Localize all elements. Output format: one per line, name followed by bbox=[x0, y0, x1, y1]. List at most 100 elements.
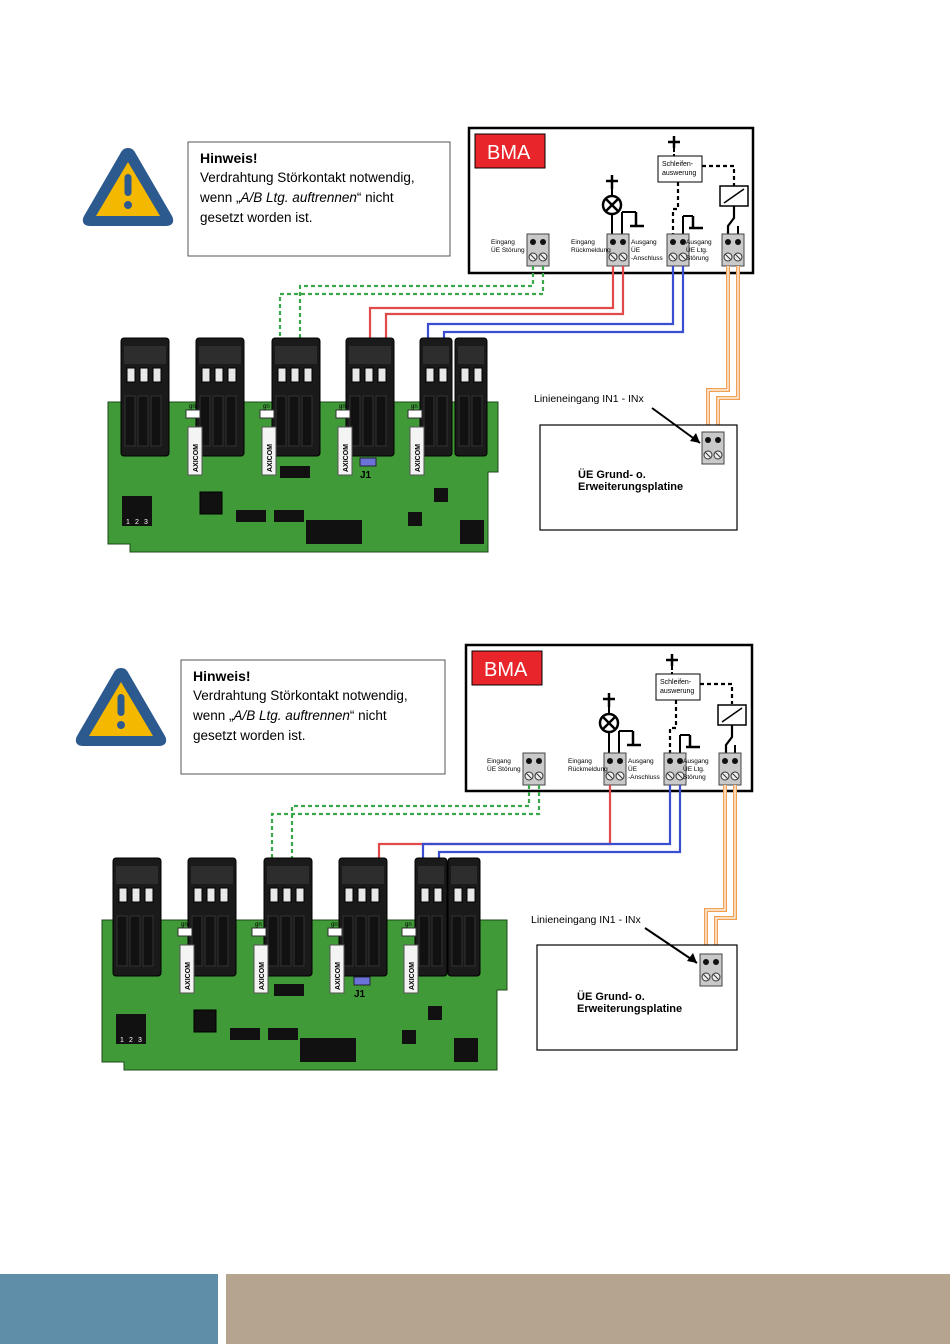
note-title: Hinweis! bbox=[200, 150, 258, 166]
bma-terminal bbox=[526, 233, 550, 267]
connector-pin-label: 1 bbox=[120, 1037, 124, 1044]
schleifen-label: Schleifen- bbox=[662, 161, 694, 168]
jumper-j1 bbox=[359, 457, 377, 467]
bma-terminal bbox=[522, 752, 546, 786]
ic-chip bbox=[236, 510, 266, 522]
terminal-label: -Anschluss bbox=[628, 774, 661, 781]
relay-coil-symbol bbox=[723, 188, 745, 204]
wire-orange bbox=[705, 785, 726, 954]
ic-chip bbox=[408, 512, 422, 526]
gn-led bbox=[335, 409, 351, 419]
bma-terminal bbox=[603, 752, 627, 786]
note-title: Hinweis! bbox=[193, 668, 251, 684]
terminal-label: Störung bbox=[686, 255, 709, 262]
schleifen-box bbox=[655, 673, 701, 701]
bma-badge bbox=[474, 133, 546, 169]
schleifen-label: auswerung bbox=[660, 688, 694, 695]
dashed-link bbox=[671, 182, 680, 234]
note-text: Verdrahtung Störkontakt notwendig, bbox=[200, 170, 415, 185]
axicom-label: AXICOM bbox=[267, 444, 274, 472]
relay-block bbox=[454, 337, 488, 457]
note-text: gesetzt worden ist. bbox=[200, 210, 313, 225]
relay-coil-symbol bbox=[721, 707, 743, 723]
relay-contact-line bbox=[724, 725, 734, 753]
connector-pin-label: 1 bbox=[126, 519, 130, 526]
terminal-label: ÜE Ltg. bbox=[683, 765, 705, 773]
axicom-label: AXICOM bbox=[193, 444, 200, 472]
ue-terminal bbox=[699, 953, 723, 987]
axicom-relay: AXICOM gn bbox=[177, 922, 195, 994]
footer-bar-tan bbox=[226, 1274, 950, 1344]
pin-header bbox=[306, 520, 362, 544]
axicom-relay: AXICOM gn bbox=[259, 404, 277, 476]
gn-label: gn bbox=[331, 922, 338, 928]
terminal-label: Eingang bbox=[487, 758, 511, 765]
terminal-label: ÜE Ltg. bbox=[686, 246, 708, 254]
relay-block bbox=[195, 337, 245, 457]
gn-led bbox=[185, 409, 201, 419]
ue-terminal bbox=[701, 431, 725, 465]
note-text: gesetzt worden ist. bbox=[193, 728, 306, 743]
relay-block bbox=[414, 857, 448, 977]
wire-green bbox=[278, 266, 545, 368]
schleifen-label: auswerung bbox=[662, 170, 696, 177]
ic-chip bbox=[434, 488, 448, 502]
diagram-svg: Hinweis! Verdrahtung Störkontakt notwendi… bbox=[82, 126, 755, 553]
note-box bbox=[180, 659, 446, 775]
wire-orange bbox=[717, 266, 739, 432]
bma-terminal bbox=[718, 752, 742, 786]
gn-led bbox=[407, 409, 423, 419]
dashed-link bbox=[668, 700, 678, 753]
relay-block bbox=[112, 857, 162, 977]
ic-chip bbox=[428, 1006, 442, 1020]
bma-terminal bbox=[666, 233, 690, 267]
ic-chip bbox=[280, 466, 310, 478]
relay-block bbox=[263, 857, 313, 977]
arrow-line bbox=[651, 407, 701, 444]
gn-led bbox=[401, 927, 417, 937]
ic-chip bbox=[274, 510, 304, 522]
diagram-svg: Hinweis! Verdrahtung Störkontakt notwendi… bbox=[75, 643, 754, 1071]
ic-chip bbox=[274, 984, 304, 996]
gn-led bbox=[327, 927, 343, 937]
connector-pin-label: 3 bbox=[138, 1037, 142, 1044]
gn-led bbox=[259, 409, 275, 419]
connector-pin-label: 2 bbox=[135, 519, 139, 526]
relay-block bbox=[419, 337, 453, 457]
terminal-label: Rückmeldung bbox=[568, 766, 608, 773]
jumper-label: J1 bbox=[354, 989, 366, 1000]
gn-label: gn bbox=[405, 922, 412, 928]
wiring-diagram-2: Hinweis! Verdrahtung Störkontakt notwendi… bbox=[0, 620, 950, 1100]
axicom-relay: AXICOM gn bbox=[401, 922, 419, 994]
terminal-label: Rückmeldung bbox=[571, 247, 611, 254]
ue-platine-label: ÜE Grund- o. bbox=[577, 990, 645, 1003]
jumper-j1 bbox=[353, 976, 371, 986]
gn-label: gn bbox=[411, 404, 418, 410]
gn-label: gn bbox=[263, 404, 270, 410]
pin-header bbox=[460, 520, 484, 544]
axicom-label: AXICOM bbox=[409, 962, 416, 990]
lamp-icon bbox=[605, 198, 619, 212]
footer-bar-blue bbox=[0, 1274, 218, 1344]
terminal-label: Eingang bbox=[568, 758, 592, 765]
gn-label: gn bbox=[181, 922, 188, 928]
terminal-label: Eingang bbox=[571, 239, 595, 246]
axicom-label: AXICOM bbox=[185, 962, 192, 990]
axicom-relay: AXICOM gn bbox=[185, 404, 203, 476]
gn-label: gn bbox=[189, 404, 196, 410]
wire-green bbox=[290, 785, 531, 888]
note-text: Verdrahtung Störkontakt notwendig, bbox=[193, 688, 408, 703]
gn-label: gn bbox=[255, 922, 262, 928]
lamp-icon bbox=[602, 716, 616, 730]
gn-label: gn bbox=[339, 404, 346, 410]
axicom-label: AXICOM bbox=[415, 444, 422, 472]
arrow-head-icon bbox=[687, 953, 697, 963]
note-text: wenn „A/B Ltg. auftrennen“ nicht bbox=[199, 190, 394, 205]
wire-orange bbox=[715, 785, 736, 954]
bma-terminal bbox=[663, 752, 687, 786]
terminal-label: Ausgang bbox=[683, 758, 709, 765]
jumper-label: J1 bbox=[360, 470, 372, 481]
pin-header bbox=[300, 1038, 356, 1062]
